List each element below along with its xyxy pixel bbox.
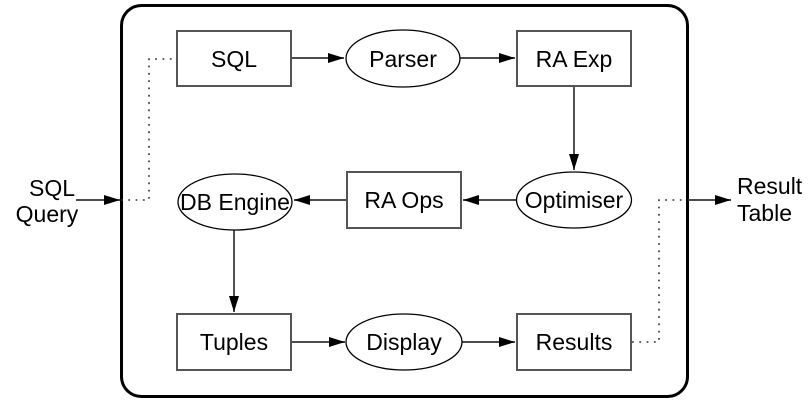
output-label: Result Table [737, 173, 803, 226]
node-display-ellipse [345, 313, 463, 371]
node-display-label: Display [366, 329, 442, 355]
node-tuples-box [176, 313, 292, 371]
input-label-line2: Query [16, 201, 79, 227]
node-results: Results [516, 313, 632, 371]
node-optimiser-ellipse [515, 171, 633, 229]
node-parser: Parser [345, 29, 461, 88]
dbms-boundary [120, 4, 689, 398]
node-parser-ellipse [345, 29, 461, 88]
node-tuples: Tuples [176, 313, 292, 371]
node-parser-label: Parser [369, 46, 437, 72]
node-ra-ops: RA Ops [346, 171, 462, 229]
node-ra-ops-box [346, 171, 462, 229]
node-ra-exp: RA Exp [516, 30, 632, 87]
node-ra-ops-label: RA Ops [364, 187, 443, 213]
node-sql-box [176, 30, 292, 87]
node-db-engine: DB Engine [177, 173, 293, 231]
node-ra-exp-box [516, 30, 632, 87]
input-label: SQL Query [16, 175, 79, 227]
node-optimiser-label: Optimiser [525, 187, 624, 213]
node-db-engine-ellipse [177, 173, 293, 231]
node-results-box [516, 313, 632, 371]
dotted-path-input [121, 58, 176, 201]
output-label-line1: Result [737, 173, 803, 199]
input-label-line1: SQL [29, 175, 75, 201]
node-display: Display [345, 313, 463, 371]
node-sql: SQL [176, 30, 292, 87]
node-tuples-label: Tuples [200, 329, 268, 355]
node-optimiser: Optimiser [515, 171, 633, 229]
dotted-path-output [632, 199, 687, 343]
node-results-label: Results [536, 329, 613, 355]
output-label-line2: Table [737, 200, 792, 226]
node-ra-exp-label: RA Exp [536, 46, 613, 72]
node-db-engine-label: DB Engine [180, 189, 290, 215]
node-sql-label: SQL [211, 46, 257, 72]
